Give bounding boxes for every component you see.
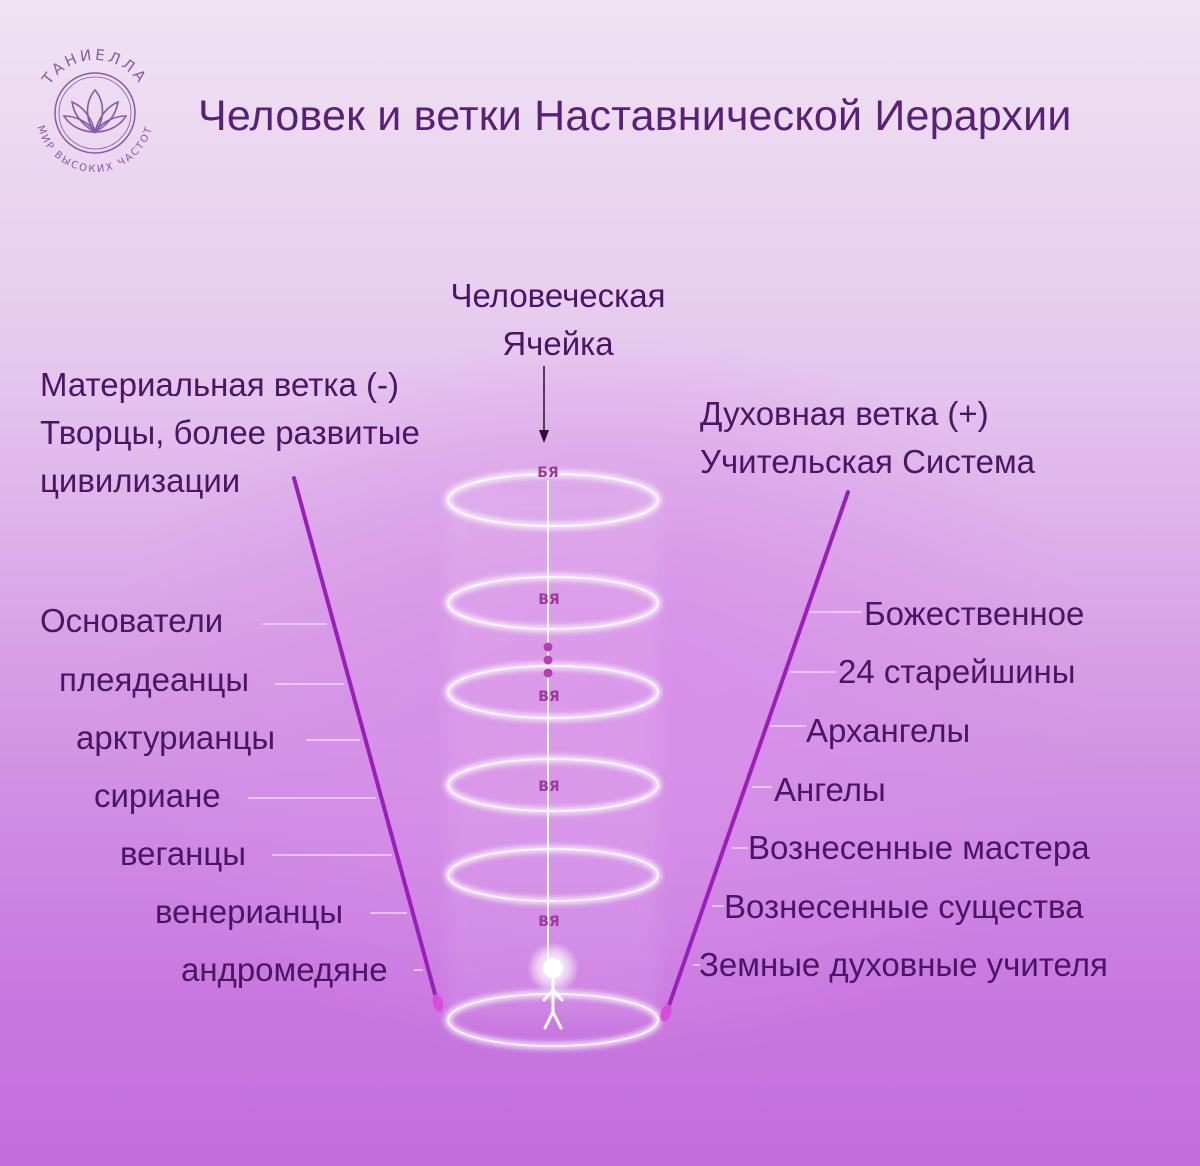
material-item: сириане [94, 777, 221, 814]
human-cell-label-line: Человеческая [450, 277, 666, 314]
ring-label: ВЯ [538, 779, 559, 795]
arrow-down-icon [539, 430, 549, 443]
spiritual-item: Ангелы [774, 771, 886, 808]
material-item: арктурианцы [76, 719, 276, 756]
spiritual-branch-title: Духовная ветка (+) [700, 395, 989, 432]
spiritual-item: Вознесенные существа [724, 888, 1084, 925]
material-item: венерианцы [155, 893, 344, 930]
material-branch-line [292, 476, 444, 1012]
material-item: Основатели [40, 602, 224, 639]
spiritual-branch-header: Духовная ветка (+) Учительская Система [700, 390, 1035, 486]
material-branch-subtitle: цивилизации [40, 462, 241, 499]
ellipsis-dot [543, 642, 553, 652]
human-cell-label-line: Ячейка [502, 325, 614, 362]
material-branch-title: Материальная ветка (-) [40, 366, 399, 403]
spiritual-item: Архангелы [806, 712, 971, 749]
taniella-logo: ТАНИЕЛЛА МИР ВЫСОКИХ ЧАСТОТ [35, 46, 154, 175]
material-item: плеядеанцы [59, 661, 250, 698]
human-cell-label: Человеческая Ячейка [430, 272, 686, 368]
ellipsis-dot [543, 655, 553, 665]
spiritual-branch-line [660, 490, 850, 1022]
ellipsis-dot [543, 668, 553, 678]
spiritual-branch-subtitle: Учительская Система [700, 443, 1035, 480]
material-item: веганцы [120, 835, 247, 872]
material-item: андромедяне [181, 951, 388, 988]
ring-label: ВЯ [538, 592, 559, 608]
material-branch-subtitle: Творцы, более развитые [40, 414, 420, 451]
top-ring-label: БЯ [537, 465, 558, 481]
ring-label: ВЯ [538, 914, 559, 930]
spiritual-item: Вознесенные мастера [748, 829, 1090, 866]
ring-label: ВЯ [538, 689, 559, 705]
page-title: Человек и ветки Наставнической Иерархии [198, 92, 1072, 140]
spiritual-item: 24 старейшины [838, 653, 1076, 690]
spiritual-item: Божественное [864, 595, 1085, 632]
spiritual-item: Земные духовные учителя [699, 946, 1108, 983]
material-branch-header: Материальная ветка (-) Творцы, более раз… [40, 361, 420, 505]
human-figure-icon [527, 942, 579, 1030]
lotus-icon [62, 88, 128, 134]
